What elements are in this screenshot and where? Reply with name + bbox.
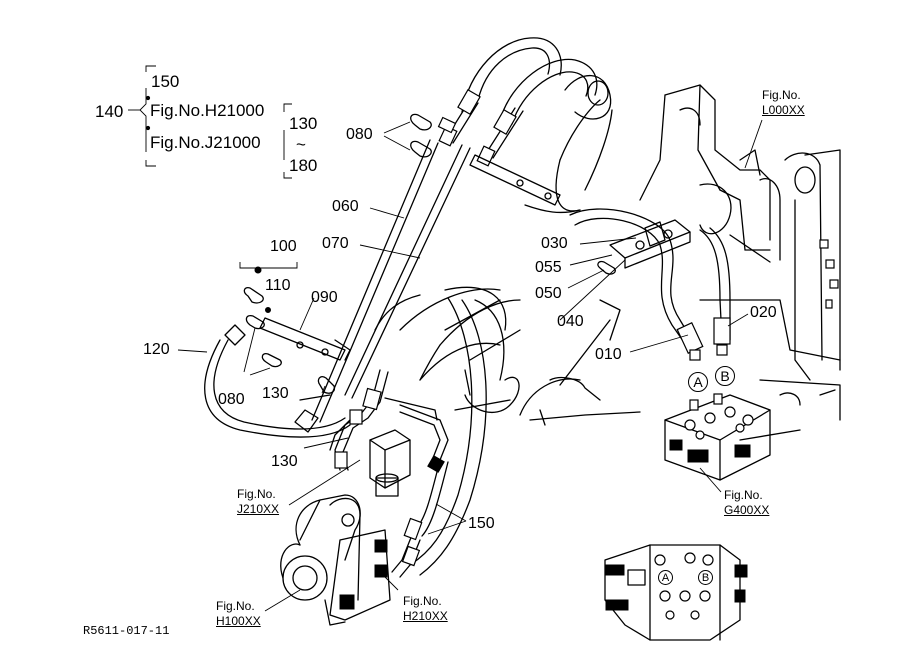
part-055: 055 (535, 259, 562, 276)
figref-g400xx: Fig.No. G400XX (724, 488, 769, 518)
part-090: 090 (311, 289, 338, 306)
inset-valve-view (604, 544, 748, 641)
part-040: 040 (557, 313, 584, 330)
figref-h100xx: Fig.No. H100XX (216, 599, 261, 629)
main-frame (519, 84, 841, 441)
part-080-left: 080 (218, 391, 245, 408)
part-120: 120 (143, 341, 170, 358)
pipe-bracket-top (410, 113, 561, 206)
part-130-low: 130 (271, 453, 298, 470)
figref-h210xx-line2: H210XX (403, 609, 448, 623)
figref-h100xx-line2: H100XX (216, 614, 261, 628)
figref-h210xx-line1: Fig.No. (403, 594, 442, 608)
group-140-bracket (128, 65, 292, 179)
leader-lines (177, 119, 763, 612)
label-fig-h21000: Fig.No.H21000 (150, 101, 265, 120)
part-080-top: 080 (346, 126, 373, 143)
inset-port-a-marker: A (658, 570, 673, 585)
upper-hose-loop (461, 37, 598, 125)
port-b-marker: B (715, 366, 735, 386)
part-150: 150 (468, 515, 495, 532)
figref-j210xx-line1: Fig.No. (237, 487, 276, 501)
figref-h100xx-line1: Fig.No. (216, 599, 255, 613)
control-valve (664, 393, 771, 481)
figref-l000xx: Fig.No. L000XX (762, 88, 805, 118)
part-050: 050 (535, 285, 562, 302)
hoses-060-070 (311, 89, 524, 423)
inset-port-b-marker: B (698, 570, 713, 585)
cylinder-H100 (280, 494, 391, 626)
fittings-group-100 (243, 266, 351, 433)
part-060: 060 (332, 198, 359, 215)
hose-120 (204, 324, 351, 438)
part-020: 020 (750, 304, 777, 321)
boom-arm (524, 74, 613, 214)
part-110: 110 (265, 277, 291, 294)
figref-g400xx-line1: Fig.No. (724, 488, 763, 502)
lower-pipes (329, 369, 449, 578)
label-140-top: 150 (151, 72, 180, 91)
figref-g400xx-line2: G400XX (724, 503, 770, 517)
part-130-mid: 130 (262, 385, 289, 402)
label-range-to: 180 (289, 156, 318, 175)
figref-j210xx-line2: J210XX (237, 502, 280, 516)
part-070: 070 (322, 235, 349, 252)
label-range-from: 130 (289, 114, 318, 133)
part-030: 030 (541, 235, 568, 252)
label-range-sep: ~ (296, 135, 306, 154)
boom-body (374, 286, 521, 576)
figref-h210xx: Fig.No. H210XX (403, 594, 448, 624)
part-100: 100 (270, 238, 297, 255)
port-a-marker: A (688, 372, 708, 392)
drawing-id: R5611-017-11 (83, 624, 170, 638)
valve-block-J210 (339, 429, 445, 610)
figref-l000xx-line2: L000XX (762, 103, 805, 117)
pipes-010-020 (569, 208, 731, 361)
label-140: 140 (95, 102, 124, 121)
figref-l000xx-line1: Fig.No. (762, 88, 801, 102)
label-fig-j21000: Fig.No.J21000 (150, 133, 261, 152)
part-010: 010 (595, 346, 622, 363)
figref-j210xx: Fig.No. J210XX (237, 487, 279, 517)
